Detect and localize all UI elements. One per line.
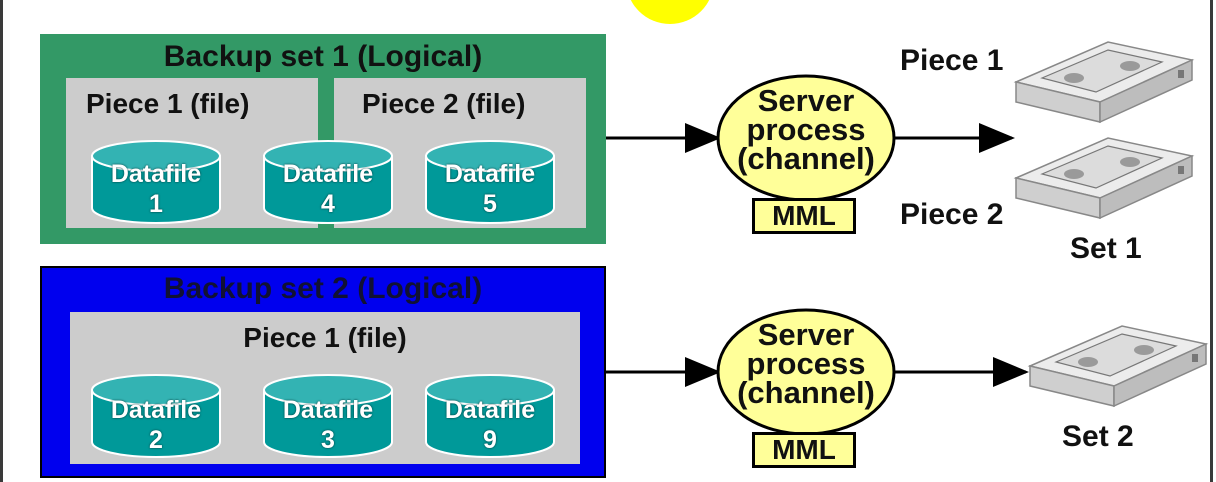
datafile-3-name: Datafile bbox=[282, 396, 374, 424]
datafile-3-number: 3 bbox=[321, 426, 335, 454]
datafile-2: Datafile 2 bbox=[90, 374, 222, 460]
mml-box-1: MML bbox=[752, 198, 856, 234]
tape-drive-icon bbox=[1027, 325, 1209, 408]
set1-piece-1-label: Piece 1 (file) bbox=[86, 88, 250, 119]
datafile-cylinder-icon bbox=[91, 140, 221, 224]
datafile-cylinder-icon bbox=[263, 374, 393, 458]
output-set-2-label: Set 2 bbox=[1062, 420, 1134, 453]
datafile-5: Datafile 5 bbox=[424, 140, 556, 226]
tape-drive-icon bbox=[1013, 41, 1195, 124]
datafile-cylinder-icon bbox=[425, 140, 555, 224]
datafile-2-name: Datafile bbox=[110, 396, 202, 424]
datafile-1: Datafile 1 bbox=[90, 140, 222, 226]
datafile-1-number: 1 bbox=[149, 190, 163, 218]
backup-set-1-title: Backup set 1 (Logical) bbox=[163, 40, 483, 73]
datafile-5-number: 5 bbox=[483, 190, 497, 218]
datafile-4-name: Datafile bbox=[282, 160, 374, 188]
server-process-1: Server process (channel) MML bbox=[716, 72, 896, 247]
server-2-line-2: process bbox=[746, 346, 866, 381]
server-2-line-1: Server bbox=[757, 317, 855, 352]
frame-left-edge bbox=[0, 0, 3, 482]
datafile-9-number: 9 bbox=[483, 426, 497, 454]
sun-decoration bbox=[630, 0, 710, 24]
tape-drive-icon bbox=[1013, 137, 1195, 220]
datafile-3: Datafile 3 bbox=[262, 374, 394, 460]
output-set-1-label: Set 1 bbox=[1070, 232, 1142, 265]
datafile-9: Datafile 9 bbox=[424, 374, 556, 460]
server-1-line-1: Server bbox=[757, 83, 855, 118]
datafile-5-name: Datafile bbox=[444, 160, 536, 188]
datafile-4-number: 4 bbox=[321, 190, 335, 218]
backup-set-2-title: Backup set 2 (Logical) bbox=[163, 272, 483, 305]
datafile-cylinder-icon bbox=[263, 140, 393, 224]
set1-piece-2-label: Piece 2 (file) bbox=[362, 88, 526, 119]
output-piece-1-label: Piece 1 bbox=[900, 44, 1004, 77]
set2-piece-1-label: Piece 1 (file) bbox=[243, 322, 407, 353]
datafile-1-name: Datafile bbox=[110, 160, 202, 188]
output-piece-2-label: Piece 2 bbox=[900, 198, 1004, 231]
server-1-line-3: (channel) bbox=[737, 141, 875, 176]
datafile-cylinder-icon bbox=[425, 374, 555, 458]
datafile-cylinder-icon bbox=[91, 374, 221, 458]
server-process-2: Server process (channel) MML bbox=[716, 306, 896, 481]
server-1-line-2: process bbox=[746, 112, 866, 147]
datafile-4: Datafile 4 bbox=[262, 140, 394, 226]
server-2-line-3: (channel) bbox=[737, 375, 875, 410]
mml-box-2: MML bbox=[752, 432, 856, 468]
datafile-9-name: Datafile bbox=[444, 396, 536, 424]
datafile-2-number: 2 bbox=[149, 426, 163, 454]
server-process-2-text: Server process (channel) bbox=[716, 317, 896, 410]
server-process-1-text: Server process (channel) bbox=[716, 83, 896, 176]
frame-right-edge bbox=[1210, 0, 1213, 482]
